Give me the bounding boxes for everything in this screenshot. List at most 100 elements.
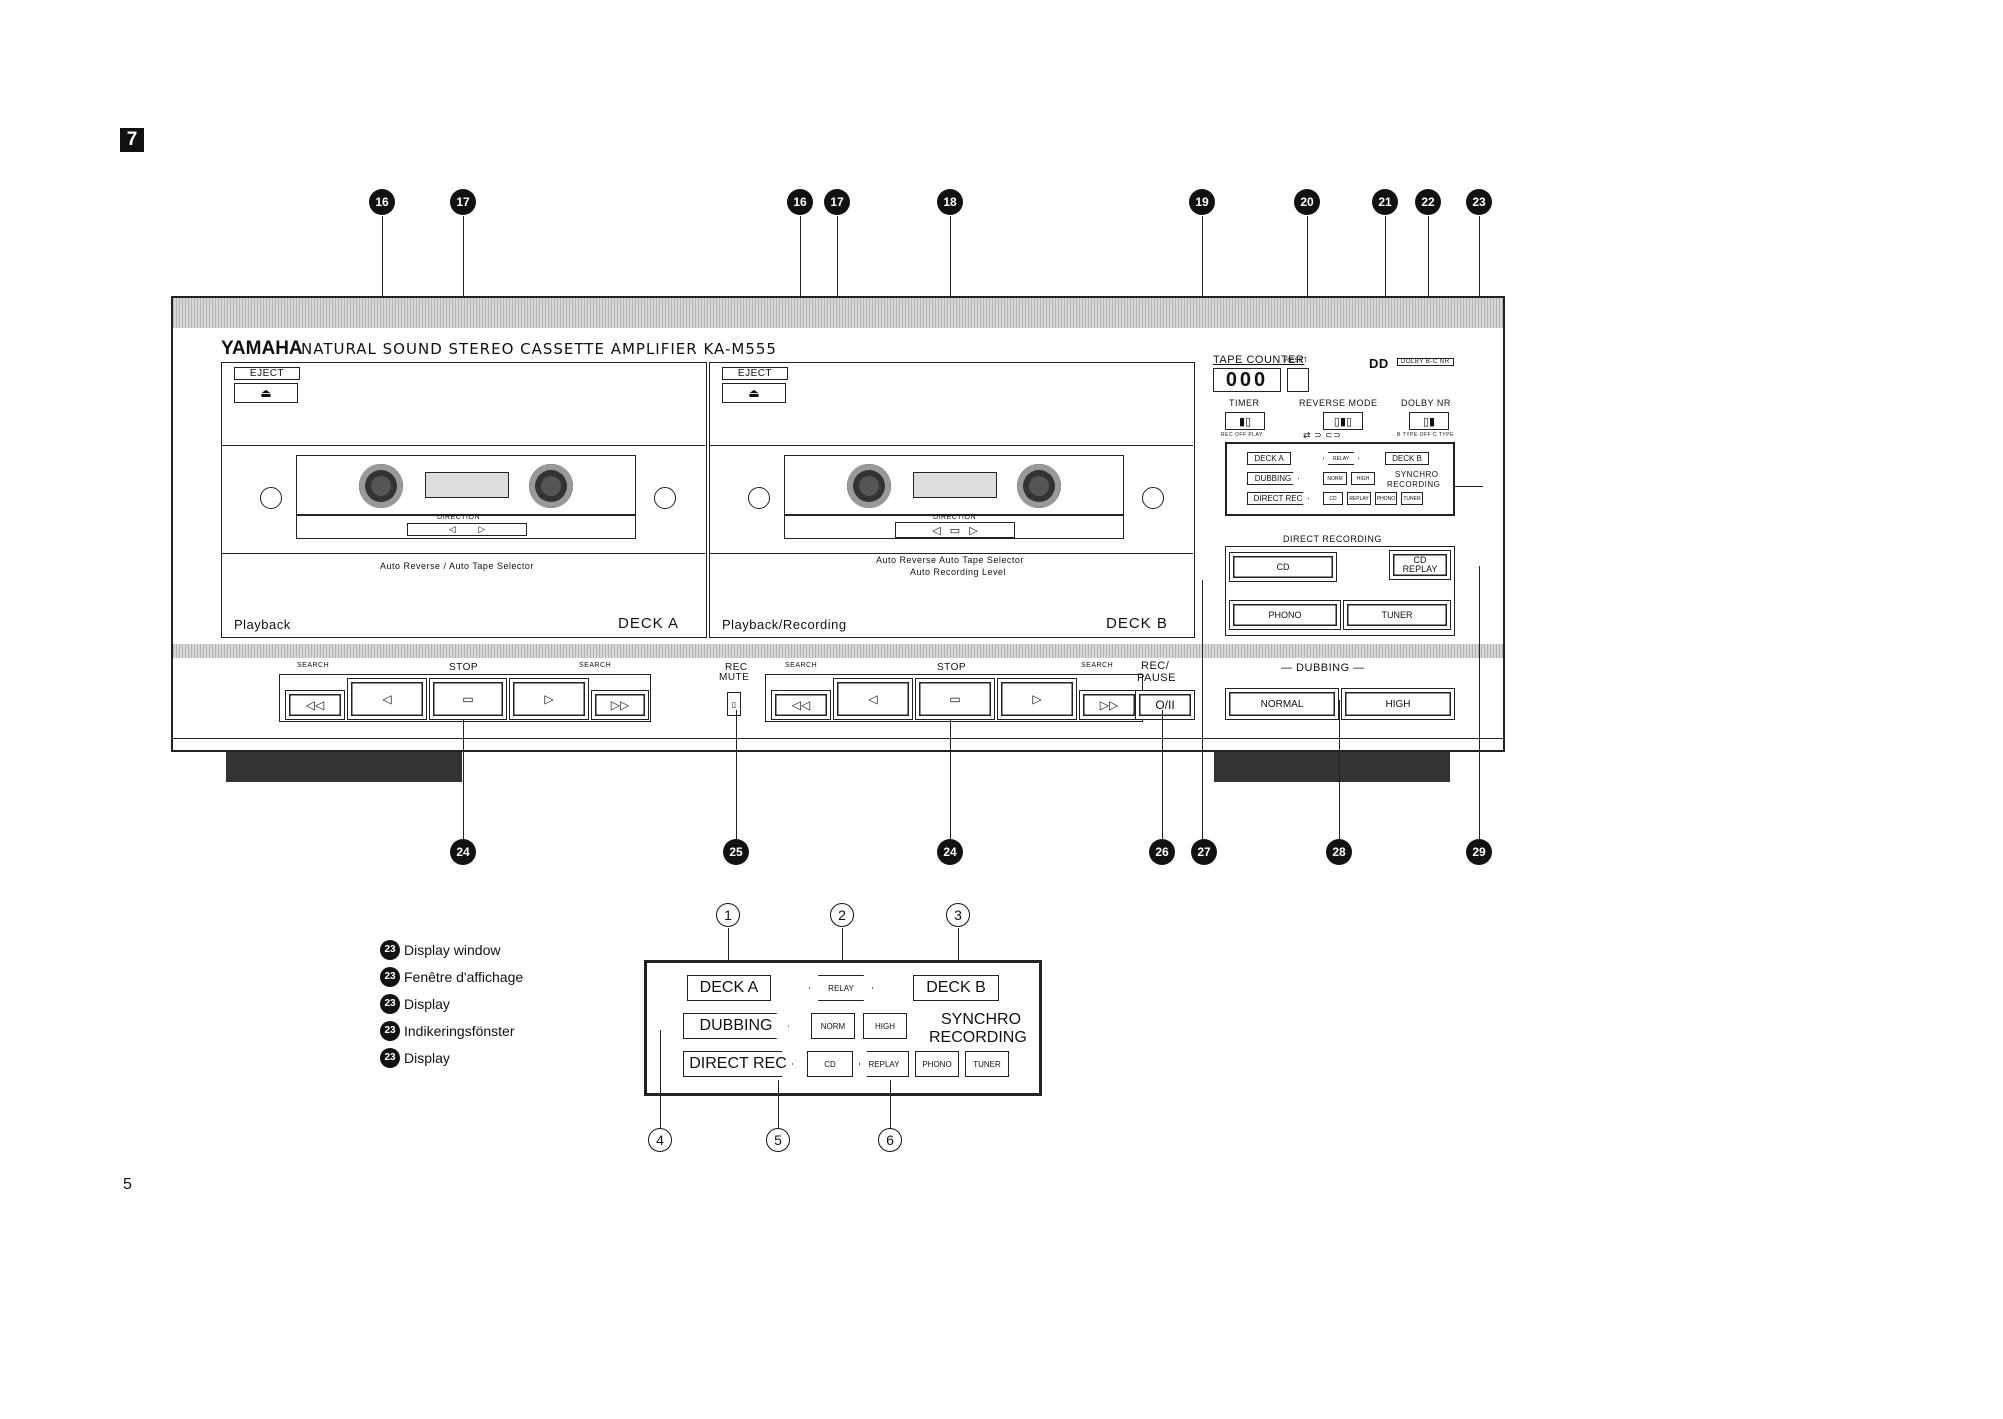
display-tuner: TUNER [1401, 492, 1423, 505]
tuner-button[interactable]: TUNER [1343, 600, 1451, 630]
deck-b-right-hole [1142, 487, 1164, 509]
detail-replay: REPLAY [859, 1051, 909, 1077]
display-phono: PHONO [1375, 492, 1397, 505]
display-replay: REPLAY [1347, 492, 1371, 505]
phono-button[interactable]: PHONO [1229, 600, 1341, 630]
brand-logo: YAMAHA [221, 338, 303, 359]
deck-b-reverse-play-button[interactable]: ◁ [833, 678, 913, 720]
leader-line [736, 710, 737, 840]
divider [222, 445, 705, 446]
rec-mute-label-1: REC [725, 662, 748, 673]
detail-number-6: 6 [878, 1128, 902, 1152]
rec-pause-button[interactable]: O/II [1135, 690, 1195, 720]
left-foot [226, 752, 462, 782]
display-synchro-1: SYNCHRO [1395, 470, 1439, 479]
leader-line [1479, 566, 1480, 840]
detail-norm: NORM [811, 1013, 855, 1039]
cd-replay-button[interactable]: CD REPLAY [1389, 550, 1451, 580]
deck-b-eject-button[interactable]: ⏏ [722, 383, 786, 403]
detail-number-3: 3 [946, 903, 970, 927]
timer-positions: REC OFF PLAY [1221, 432, 1263, 438]
legend-text: Fenêtre d'affichage [404, 969, 524, 985]
legend-text: Display window [404, 942, 501, 958]
detail-relay: RELAY [809, 975, 873, 1001]
reverse-mode-label: REVERSE MODE [1299, 398, 1378, 408]
rec-mute-button[interactable]: ▯ [727, 692, 741, 716]
deck-b-play-button[interactable]: ▷ [997, 678, 1077, 720]
deck-b-fast-forward-button[interactable]: ▷▷ [1079, 690, 1139, 720]
detail-direct-rec: DIRECT REC [683, 1051, 793, 1077]
leader-line [463, 720, 464, 840]
detail-synchro-1: SYNCHRO [941, 1011, 1022, 1028]
leader-line [1339, 700, 1340, 840]
deck-a-name: DECK A [618, 615, 680, 632]
callout-24a: 24 [450, 839, 476, 865]
reverse-mode-switch[interactable]: ▯▮▯ [1323, 412, 1363, 430]
deck-a-fast-forward-button[interactable]: ▷▷ [591, 690, 649, 720]
deck-b-rewind-button[interactable]: ◁◁ [771, 690, 831, 720]
deck-a-search-ff-label: SEARCH [579, 662, 612, 669]
leader-line [890, 1080, 891, 1130]
deck-b-tape-window [913, 472, 997, 498]
callout-20: 20 [1294, 189, 1320, 215]
deck-b-stop-button[interactable]: ▭ [915, 678, 995, 720]
tape-counter-display: 000 [1213, 368, 1281, 392]
detail-deck-a: DECK A [687, 975, 771, 1001]
deck-a-eject-button[interactable]: ⏏ [234, 383, 298, 403]
timer-switch[interactable]: ▮▯ [1225, 412, 1265, 430]
detail-high: HIGH [863, 1013, 907, 1039]
callout-25: 25 [723, 839, 749, 865]
display-direct-rec: DIRECT REC [1247, 492, 1309, 505]
display-deck-b: DECK B [1385, 452, 1429, 465]
deck-b-search-rew-label: SEARCH [785, 662, 818, 669]
deck-a-direction-strip: DIRECTION ◁ ▷ [296, 514, 636, 539]
callout-18: 18 [937, 189, 963, 215]
cd-replay-label-2: REPLAY [1402, 564, 1438, 574]
callout-27: 27 [1191, 839, 1217, 865]
legend-text: Display [404, 996, 450, 1012]
deck-a-reverse-play-button[interactable]: ◁ [347, 678, 427, 720]
detail-number-4: 4 [648, 1128, 672, 1152]
deck-a-right-reel [529, 464, 573, 508]
callout-17b: 17 [824, 189, 850, 215]
deck-b-left-reel [847, 464, 891, 508]
leader-line [728, 928, 729, 974]
deck-b-feature-2: Auto Recording Level [910, 567, 1007, 577]
deck-a-stop-button[interactable]: ▭ [429, 678, 507, 720]
divider [710, 553, 1193, 554]
dolby-nr-switch[interactable]: ▯▮ [1409, 412, 1449, 430]
cd-replay-label-1: CD [1413, 555, 1427, 565]
dubbing-normal-button[interactable]: NORMAL [1225, 688, 1339, 720]
reset-label: RESET [1285, 358, 1308, 364]
detail-synchro-2: RECORDING [929, 1029, 1027, 1046]
legend-number: 23 [380, 940, 400, 960]
detail-display-window: DECK A RELAY DECK B DUBBING NORM HIGH SY… [644, 960, 1042, 1096]
top-trim [173, 298, 1503, 328]
detail-tuner: TUNER [965, 1051, 1009, 1077]
deck-a-stop-label: STOP [449, 662, 479, 673]
leader-line [778, 1080, 779, 1130]
deck-b-cassette-window [784, 455, 1124, 515]
deck-a-eject-label: EJECT [234, 367, 300, 380]
callout-16b: 16 [787, 189, 813, 215]
legend-text: Display [404, 1050, 450, 1066]
deck-a-rewind-button[interactable]: ◁◁ [285, 690, 345, 720]
dubbing-high-button[interactable]: HIGH [1341, 688, 1455, 720]
display-deck-a: DECK A [1247, 452, 1291, 465]
display-cd: CD [1323, 492, 1343, 505]
deck-a-direction-label: DIRECTION [437, 514, 480, 521]
right-foot [1214, 752, 1450, 782]
deck-b-direction-strip: DIRECTION ◁ ▭ ▷ [784, 514, 1124, 539]
deck-a-mode: Playback [234, 617, 291, 632]
section-marker: 7 [120, 128, 144, 152]
counter-reset-button[interactable] [1287, 368, 1309, 392]
deck-b-search-ff-label: SEARCH [1081, 662, 1114, 669]
deck-a-play-button[interactable]: ▷ [509, 678, 589, 720]
deck-b-direction-button[interactable]: ◁ ▭ ▷ [895, 522, 1015, 538]
page-number: 5 [123, 1176, 132, 1193]
cd-button[interactable]: CD [1229, 552, 1337, 582]
rec-pause-label-2: PAUSE [1137, 672, 1176, 684]
display-synchro-2: RECORDING [1387, 480, 1441, 489]
leader-line [958, 928, 959, 974]
